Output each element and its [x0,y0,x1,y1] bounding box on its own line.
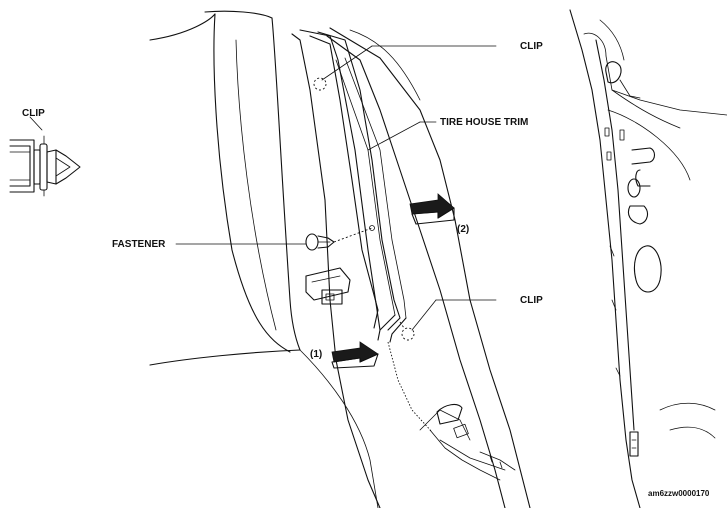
clip-bottom-leader [411,299,437,331]
side-panel-illustration [569,9,727,508]
clip-top-marker [313,77,327,91]
clip-detail-illustration [9,135,81,197]
step-1-label: (1) [310,349,322,360]
figure-id: am6zzw0000170 [648,489,710,498]
step-2-label: (2) [457,224,469,235]
arrow-step-2-icon [409,193,455,225]
clip-bottom-label: CLIP [520,295,543,306]
fastener-leader-dashed [333,227,373,243]
clip-left-leader [29,116,43,131]
trim-leader [367,121,421,151]
clip-top-leader [321,45,373,81]
hidden-edge-dotted [387,341,433,433]
fastener-hole [369,225,375,231]
arrow-step-1-icon [331,341,379,369]
fastener-icon [305,233,335,251]
vehicle-body-outline [149,10,531,508]
tire-house-trim-label: TIRE HOUSE TRIM [440,117,528,128]
clip-top-label: CLIP [520,41,543,52]
clip-bottom-marker [401,327,415,341]
clip-left-label: CLIP [22,108,45,119]
tire-house-trim-part [309,31,401,331]
clip-bottom-dash [399,321,405,329]
fastener-label: FASTENER [112,239,166,250]
